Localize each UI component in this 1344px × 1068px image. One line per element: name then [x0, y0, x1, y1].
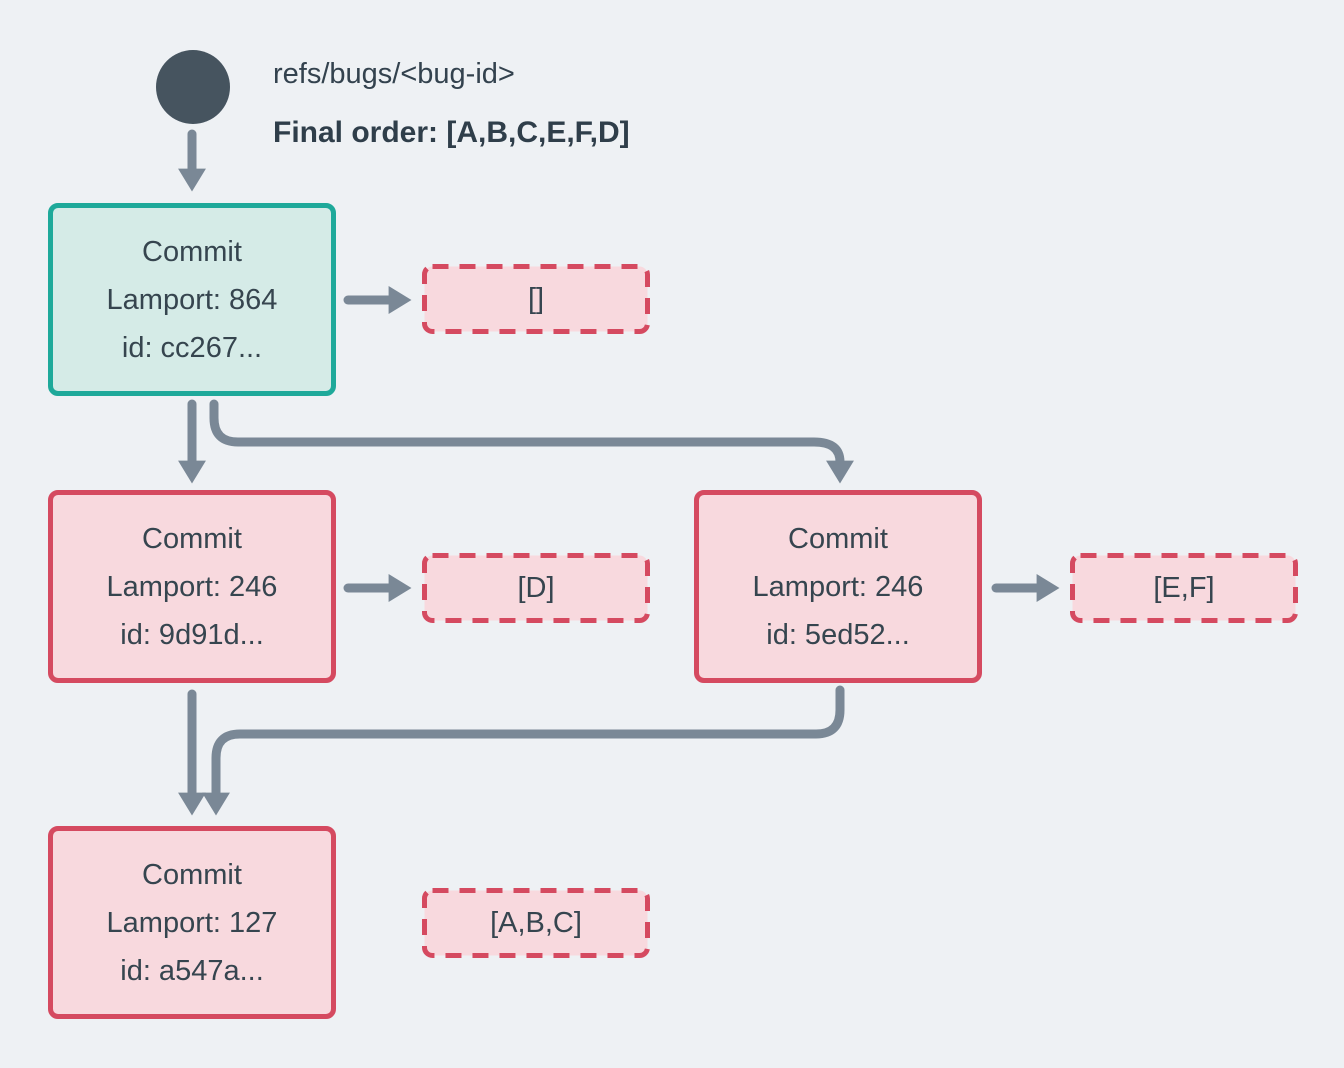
ancestry-set-ef: [E,F]	[1070, 553, 1298, 623]
commit-title: Commit	[142, 858, 242, 891]
commit-id: id: a547a...	[120, 954, 264, 987]
commit-id: id: cc267...	[121, 331, 263, 364]
commit-lamport: Lamport: 246	[752, 570, 924, 603]
dashed-set-outline	[422, 553, 650, 623]
branch-ref-label: refs/bugs/<bug-id>	[273, 58, 515, 90]
arrow-right-commit-to-bottom-commit	[202, 685, 845, 816]
set-value: [A,B,C]	[490, 906, 582, 939]
final-order-label: Final order: [A,B,C,E,F,D]	[273, 116, 630, 149]
commit-node-right: Commit Lamport: 246 id: 5ed52...	[694, 490, 982, 683]
dashed-set-outline	[422, 888, 650, 958]
dashed-set-outline	[1070, 553, 1298, 623]
commit-id: id: 5ed52...	[766, 618, 910, 651]
commit-lamport: Lamport: 864	[106, 283, 278, 316]
commit-title: Commit	[142, 522, 242, 555]
ancestry-set-abc: [A,B,C]	[422, 888, 650, 958]
commit-lamport: Lamport: 246	[106, 570, 278, 603]
commit-lamport: Lamport: 127	[106, 906, 278, 939]
dashed-set-outline	[422, 264, 650, 334]
commit-node-bottom: Commit Lamport: 127 id: a547a...	[48, 826, 336, 1019]
arrow-head-commit-to-right-commit	[209, 399, 854, 484]
commit-node-left: Commit Lamport: 246 id: 9d91d...	[48, 490, 336, 683]
ancestry-set-empty: []	[422, 264, 650, 334]
set-value: []	[527, 282, 545, 315]
set-value: [E,F]	[1153, 571, 1215, 604]
commit-id: id: 9d91d...	[120, 618, 264, 651]
branch-ref-circle-icon	[156, 50, 230, 124]
commit-title: Commit	[142, 235, 242, 268]
ancestry-set-d: [D]	[422, 553, 650, 623]
commit-node-head: Commit Lamport: 864 id: cc267...	[48, 203, 336, 396]
set-value: [D]	[517, 571, 555, 604]
commit-title: Commit	[788, 522, 888, 555]
